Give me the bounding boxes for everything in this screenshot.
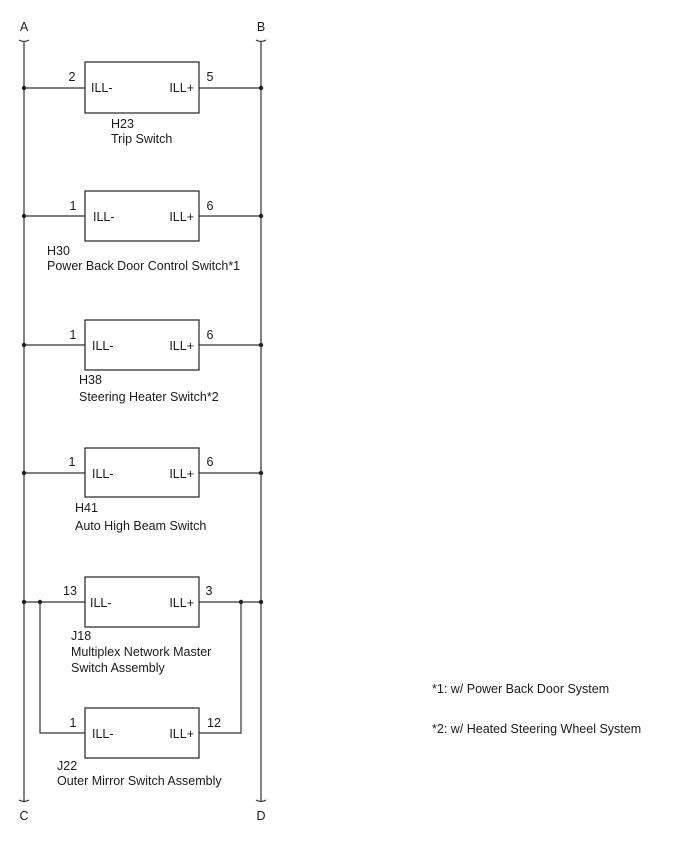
- pin-number-left: 13: [63, 584, 77, 598]
- pin-label-ill-plus: ILL+: [169, 81, 194, 95]
- switch-box-h30: [84, 190, 200, 242]
- component-j22: ILL- ILL+ 1 12 J22 Outer Mirror Switch A…: [39, 602, 242, 788]
- component-h41: ILL- ILL+ 1 6 H41 Auto High Beam Switch: [21, 447, 264, 533]
- pin-label-ill-plus: ILL+: [169, 596, 194, 610]
- pin-number-right: 5: [207, 70, 214, 84]
- pin-label-ill-plus: ILL+: [169, 467, 194, 481]
- connector-id: H41: [75, 501, 98, 515]
- connector-id: J18: [71, 629, 91, 643]
- pin-label-ill-minus: ILL-: [93, 210, 115, 224]
- pin-label-ill-minus: ILL-: [92, 339, 114, 353]
- switch-box-j22: [84, 707, 200, 759]
- pin-number-right: 3: [206, 584, 213, 598]
- note-power-back-door: *1: w/ Power Back Door System: [432, 682, 609, 696]
- pin-number-right: 6: [207, 328, 214, 342]
- component-name: Outer Mirror Switch Assembly: [57, 774, 222, 788]
- component-h38: ILL- ILL+ 1 6 H38 Steering Heater Switch…: [21, 319, 264, 404]
- pin-label-ill-minus: ILL-: [90, 596, 112, 610]
- connector-id: H38: [79, 373, 102, 387]
- switch-box-j18: [84, 576, 200, 628]
- rail-label-a: A: [20, 20, 29, 34]
- pin-label-ill-plus: ILL+: [169, 339, 194, 353]
- pin-number-left: 1: [70, 716, 77, 730]
- pin-label-ill-plus: ILL+: [169, 210, 194, 224]
- pin-label-ill-plus: ILL+: [169, 727, 194, 741]
- connector-id: J22: [57, 759, 77, 773]
- component-h23: ILL- ILL+ 2 5 H23 Trip Switch: [21, 61, 264, 146]
- component-name-line2: Switch Assembly: [71, 661, 166, 675]
- pin-number-left: 1: [70, 199, 77, 213]
- pin-number-right: 12: [207, 716, 221, 730]
- component-name: Trip Switch: [111, 132, 172, 146]
- switch-box-h23: [84, 61, 200, 114]
- pin-label-ill-minus: ILL-: [92, 467, 114, 481]
- rail-label-d: D: [256, 809, 265, 823]
- component-h30: ILL- ILL+ 1 6 H30 Power Back Door Contro…: [21, 190, 264, 273]
- component-name: Steering Heater Switch*2: [79, 390, 219, 404]
- pin-number-left: 2: [69, 70, 76, 84]
- component-name-line1: Multiplex Network Master: [71, 645, 211, 659]
- connector-id: H30: [47, 244, 70, 258]
- pin-label-ill-minus: ILL-: [92, 727, 114, 741]
- rail-left: [18, 39, 30, 803]
- pin-number-left: 1: [70, 328, 77, 342]
- rail-label-c: C: [19, 809, 28, 823]
- component-name: Auto High Beam Switch: [75, 519, 206, 533]
- switch-box-h38: [84, 319, 200, 371]
- rail-label-b: B: [257, 20, 265, 34]
- pin-number-left: 1: [69, 455, 76, 469]
- pin-label-ill-minus: ILL-: [91, 81, 113, 95]
- pin-number-right: 6: [207, 199, 214, 213]
- component-name: Power Back Door Control Switch*1: [47, 259, 240, 273]
- note-heated-steering-wheel: *2: w/ Heated Steering Wheel System: [432, 722, 641, 736]
- component-j18: ILL- ILL+ 13 3 J18 Multiplex Network Mas…: [21, 576, 264, 675]
- pin-number-right: 6: [207, 455, 214, 469]
- connector-id: H23: [111, 117, 134, 131]
- rail-right: [255, 39, 267, 803]
- switch-box-h41: [84, 447, 200, 498]
